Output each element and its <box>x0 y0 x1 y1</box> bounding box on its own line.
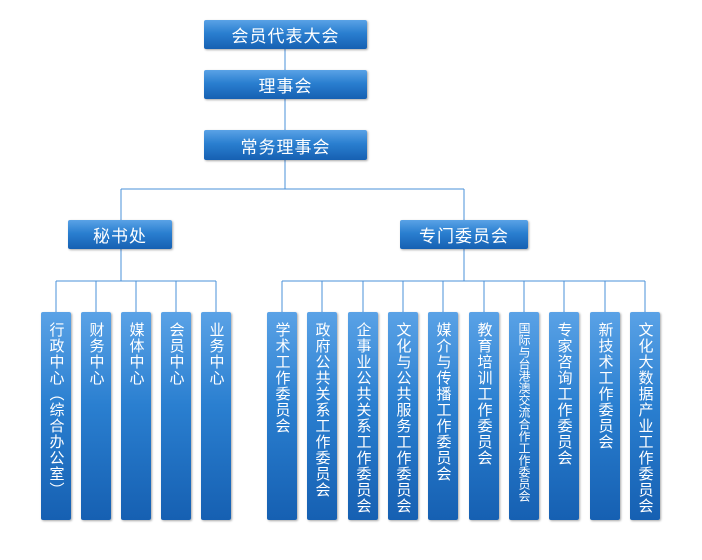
member-assembly-label: 会员代表大会 <box>231 27 340 47</box>
committee-unit-label: 企事业公共关系工作委员会 <box>354 322 373 514</box>
committee-unit-box: 企事业公共关系工作委员会 <box>348 312 378 520</box>
committee-unit-box: 政府公共关系工作委员会 <box>307 312 337 520</box>
secretariat-unit-label: 会员中心 <box>167 322 186 386</box>
secretariat-box: 秘书处 <box>68 220 172 249</box>
committee-unit-box: 新技术工作委员会 <box>590 312 620 520</box>
secretariat-unit-label: 财务中心 <box>87 322 106 386</box>
secretariat-unit-box: 行政中心（综合办公室） <box>41 312 71 520</box>
standing-council-label: 常务理事会 <box>240 137 331 158</box>
secretariat-label: 秘书处 <box>93 227 147 247</box>
committee-unit-label: 专家咨询工作委员会 <box>555 322 574 466</box>
committee-unit-box: 国际与台港澳交流合作工作委员会 <box>509 312 539 520</box>
secretariat-unit-box: 媒体中心 <box>121 312 151 520</box>
committee-unit-label: 文化大数据产业工作委员会 <box>636 322 655 514</box>
committee-unit-box: 文化大数据产业工作委员会 <box>630 312 660 520</box>
standing-council-box: 常务理事会 <box>204 130 367 160</box>
secretariat-unit-label: 行政中心（综合办公室） <box>47 322 66 498</box>
committee-unit-box: 文化与公共服务工作委员会 <box>388 312 418 520</box>
committee-unit-label: 文化与公共服务工作委员会 <box>394 322 413 514</box>
council-label: 理事会 <box>258 77 313 97</box>
committees-label: 专门委员会 <box>419 227 509 247</box>
committee-unit-label: 政府公共关系工作委员会 <box>313 322 332 498</box>
member-assembly-box: 会员代表大会 <box>204 20 367 49</box>
secretariat-unit-box: 财务中心 <box>81 312 111 520</box>
secretariat-unit-label: 媒体中心 <box>127 322 146 386</box>
committee-unit-label: 媒介与传播工作委员会 <box>434 322 453 482</box>
council-box: 理事会 <box>204 70 367 99</box>
committees-box: 专门委员会 <box>400 220 528 249</box>
committee-unit-box: 教育培训工作委员会 <box>469 312 499 520</box>
committee-unit-label: 教育培训工作委员会 <box>475 322 494 466</box>
committee-unit-label: 新技术工作委员会 <box>596 322 615 450</box>
secretariat-unit-box: 会员中心 <box>161 312 191 520</box>
committee-unit-box: 专家咨询工作委员会 <box>549 312 579 520</box>
secretariat-unit-box: 业务中心 <box>201 312 231 520</box>
committee-unit-label: 国际与台港澳交流合作工作委员会 <box>517 322 531 502</box>
secretariat-unit-label: 业务中心 <box>207 322 226 386</box>
committee-unit-box: 媒介与传播工作委员会 <box>428 312 458 520</box>
committee-unit-box: 学术工作委员会 <box>267 312 297 520</box>
committee-unit-label: 学术工作委员会 <box>273 322 292 434</box>
